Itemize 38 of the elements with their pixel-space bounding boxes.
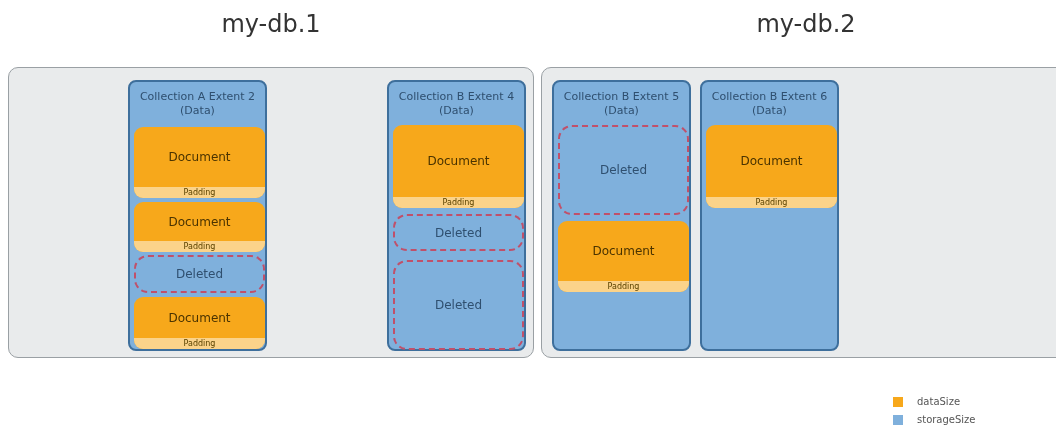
database-heading: my-db.2 [755,10,857,38]
block-label: Document [591,243,656,260]
legend-label: dataSize [917,396,961,407]
extent-title: Collection B Extent 4 (Data) [397,90,516,118]
database-heading: my-db.1 [220,10,322,38]
padding-strip: Padding [706,197,837,208]
deleted-space [393,214,524,251]
padding-strip: Padding [134,338,265,349]
extent-title: Collection B Extent 5 (Data) [562,90,681,118]
block-label: Deleted [599,163,647,177]
legend-label: storageSize [917,414,976,425]
padding-strip: Padding [558,281,689,292]
block-label: Deleted [175,267,223,281]
extent-block [552,80,691,351]
document-block [393,125,524,208]
extent-block [128,80,267,351]
block-label: Document [167,213,232,231]
deleted-space [558,125,689,215]
block-label: Deleted [434,225,482,240]
extent-block [387,80,526,351]
block-label: Deleted [434,298,482,312]
padding-strip: Padding [134,187,265,198]
document-block [134,202,265,252]
deleted-space [134,255,265,293]
extent-title: Collection B Extent 6 (Data) [710,90,829,118]
block-label: Document [167,309,232,327]
document-block [706,125,837,208]
extent-block [700,80,839,351]
document-block [134,127,265,198]
padding-strip: Padding [134,241,265,252]
document-block [558,221,689,292]
extent-title: Collection A Extent 2 (Data) [138,90,257,118]
block-label: Document [167,149,232,166]
document-block [134,297,265,349]
block-label: Document [739,153,804,170]
padding-strip: Padding [393,197,524,208]
block-label: Document [426,153,491,170]
deleted-space [393,260,524,350]
